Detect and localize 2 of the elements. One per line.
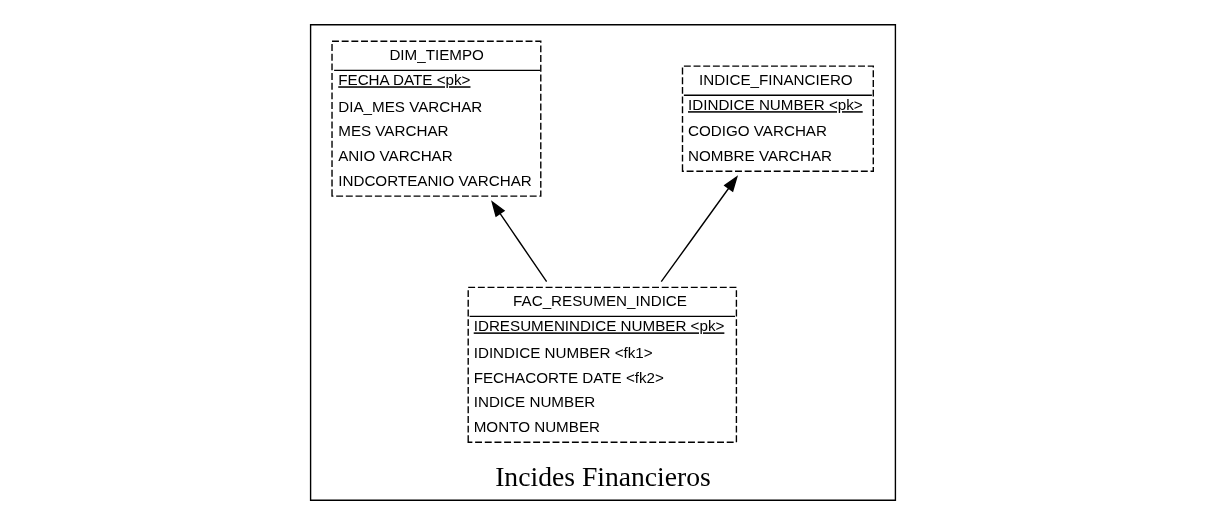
- arrow: [660, 175, 739, 283]
- arrow: [491, 200, 548, 283]
